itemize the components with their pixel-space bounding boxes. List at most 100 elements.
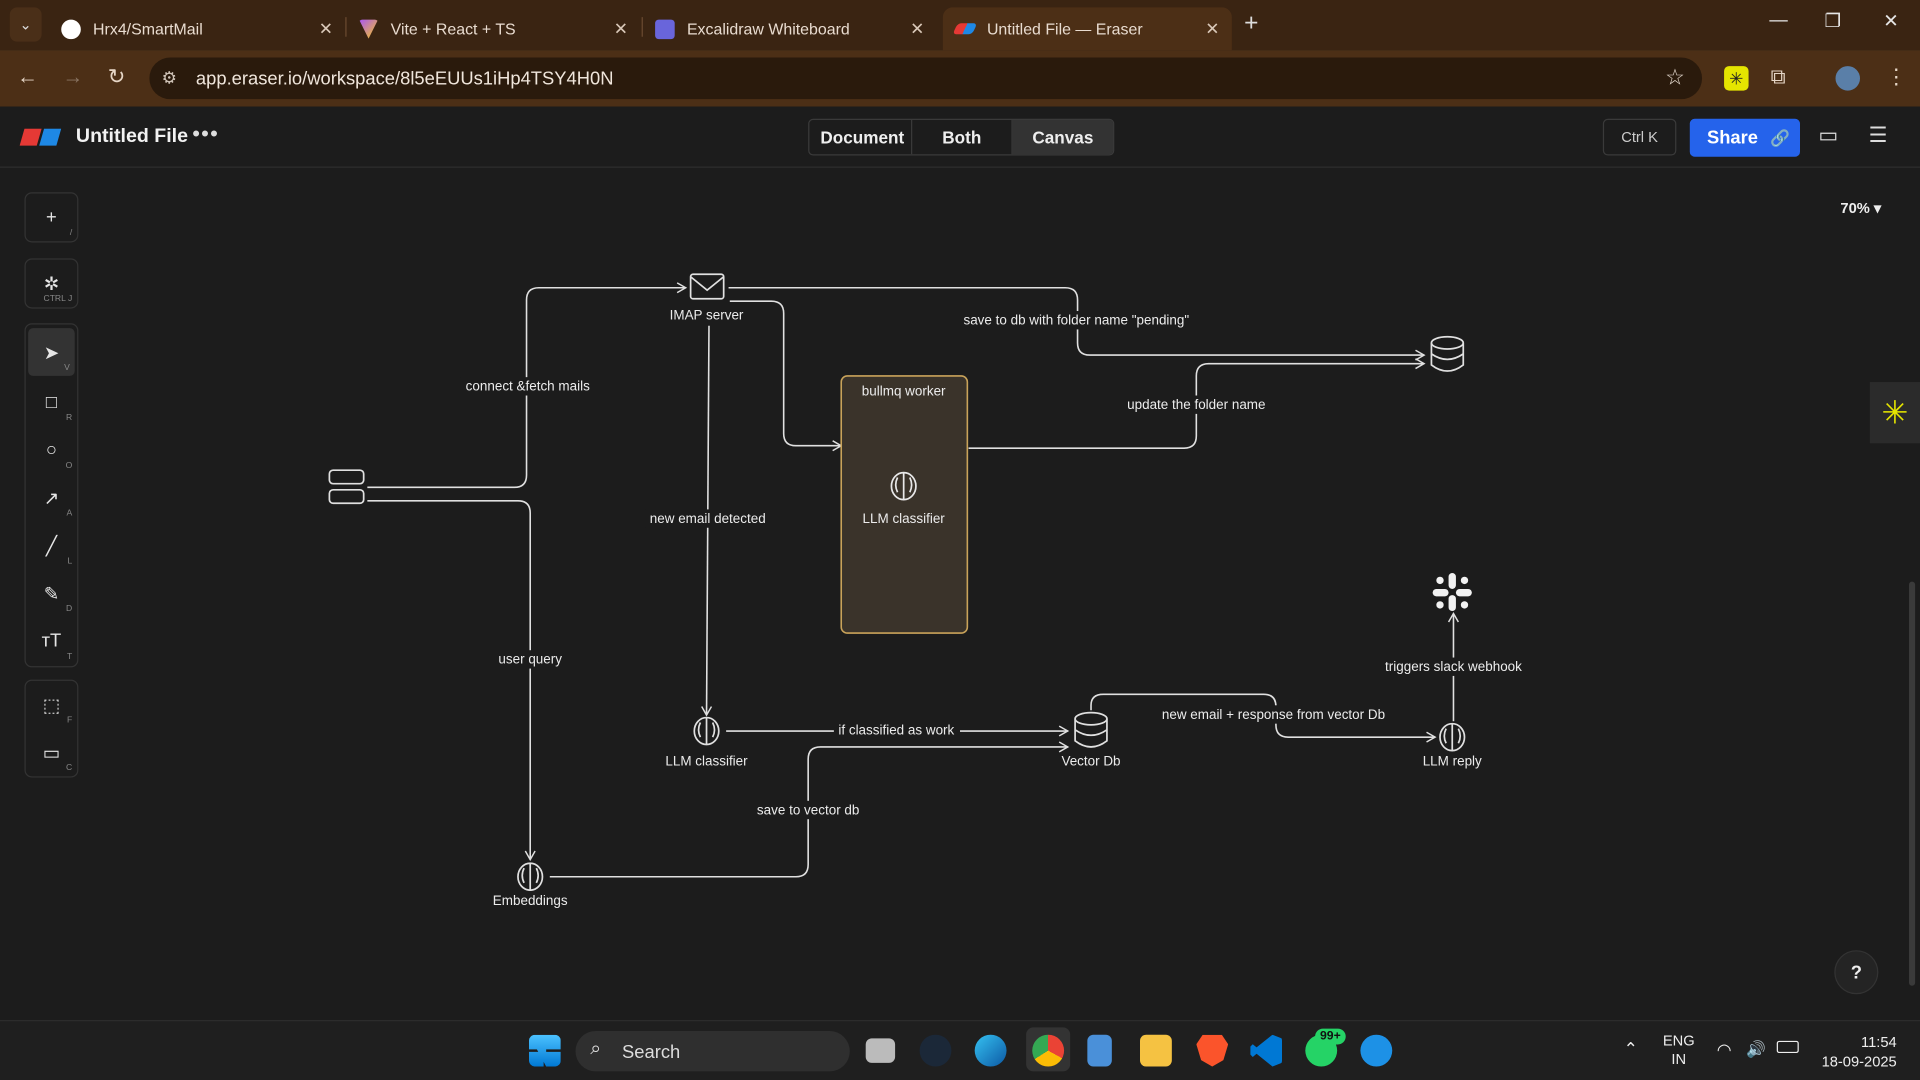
site-info-icon[interactable]: ⚙ bbox=[161, 67, 178, 87]
edge-label-response[interactable]: new email + response from vector Db bbox=[1162, 707, 1385, 722]
vscode-icon[interactable] bbox=[1250, 1034, 1283, 1067]
edge-label-update-folder[interactable]: update the folder name bbox=[1127, 397, 1265, 412]
zoom-level-dropdown[interactable]: 70% ▾ bbox=[1840, 199, 1882, 217]
shortcut-key: CTRL J bbox=[43, 295, 73, 304]
add-tool-button[interactable]: +/ bbox=[26, 193, 77, 241]
ellipse-tool-button[interactable]: ○O bbox=[26, 426, 77, 474]
extensions-puzzle-icon[interactable]: ⧉ bbox=[1770, 64, 1786, 89]
close-icon[interactable]: ✕ bbox=[910, 18, 925, 38]
share-button[interactable]: Share 🔗 bbox=[1689, 118, 1801, 157]
node-label-classifier[interactable]: LLM classifier bbox=[665, 753, 748, 768]
battery-icon[interactable] bbox=[1776, 1040, 1799, 1054]
edge-label-classified-work[interactable]: if classified as work bbox=[838, 723, 954, 738]
tab-search-button[interactable]: ⌄ bbox=[9, 7, 42, 42]
tab-excalidraw[interactable]: Excalidraw Whiteboard ✕ bbox=[643, 7, 937, 50]
more-menu-icon[interactable]: ⋮ bbox=[1885, 64, 1907, 89]
file-title[interactable]: Untitled File bbox=[75, 126, 189, 147]
tab-eraser[interactable]: Untitled File — Eraser ✕ bbox=[942, 7, 1232, 51]
node-label-llm-reply[interactable]: LLM reply bbox=[1423, 753, 1482, 768]
share-label: Share bbox=[1706, 127, 1759, 149]
line-tool-button[interactable]: ╱L bbox=[26, 522, 77, 570]
file-explorer-icon[interactable] bbox=[1140, 1034, 1172, 1067]
node-label-imap[interactable]: IMAP server bbox=[670, 308, 744, 323]
close-window-button[interactable]: ✕ bbox=[1883, 11, 1899, 32]
view-document-button[interactable]: Document bbox=[809, 120, 913, 155]
shortcut-key: O bbox=[65, 461, 73, 471]
clock[interactable]: 11:54 18-09-2025 bbox=[1818, 1032, 1897, 1071]
close-icon[interactable]: ✕ bbox=[1205, 18, 1220, 38]
edge-icon[interactable] bbox=[974, 1034, 1007, 1067]
extension-icon[interactable]: ✳ bbox=[1724, 66, 1749, 91]
edge-label-save-pending[interactable]: save to db with folder name "pending" bbox=[963, 312, 1189, 327]
taskbar-search[interactable]: ⌕ Search bbox=[575, 1031, 850, 1072]
comment-tool-button[interactable]: ▭C bbox=[26, 729, 77, 777]
canvas-scrollbar[interactable] bbox=[1908, 581, 1916, 986]
docker-icon[interactable] bbox=[1360, 1034, 1393, 1067]
task-view-icon[interactable] bbox=[865, 1038, 896, 1063]
github-icon bbox=[61, 18, 81, 39]
close-icon[interactable]: ✕ bbox=[318, 18, 334, 38]
steam-icon[interactable] bbox=[919, 1034, 952, 1067]
pencil-tool-button[interactable]: ✎D bbox=[26, 569, 77, 617]
side-extension-icon[interactable]: ✳ bbox=[1869, 382, 1920, 444]
edge-label-slack[interactable]: triggers slack webhook bbox=[1385, 659, 1522, 674]
command-palette-button[interactable]: Ctrl K bbox=[1602, 118, 1677, 156]
brave-icon[interactable] bbox=[1196, 1034, 1229, 1067]
close-icon[interactable]: ✕ bbox=[613, 18, 629, 38]
square-icon: □ bbox=[45, 391, 57, 413]
eraser-logo[interactable] bbox=[19, 128, 62, 146]
shortcut-key: L bbox=[67, 557, 73, 566]
edge-label-new-email[interactable]: new email detected bbox=[650, 511, 766, 526]
app-header: Untitled File ••• Document Both Canvas C… bbox=[0, 106, 1920, 168]
view-both-button[interactable]: Both bbox=[912, 120, 1013, 155]
language-code: ENG bbox=[1662, 1032, 1695, 1050]
reload-icon[interactable]: ↻ bbox=[107, 64, 126, 89]
restore-button[interactable]: ❐ bbox=[1824, 11, 1841, 32]
volume-icon[interactable]: 🔊 bbox=[1746, 1039, 1766, 1058]
cursor-icon: ➤ bbox=[43, 342, 60, 364]
language-indicator[interactable]: ENG IN bbox=[1663, 1032, 1695, 1069]
address-bar[interactable]: ⚙ app.eraser.io/workspace/8l5eEUUs1iHp4T… bbox=[149, 57, 1703, 100]
edge-label-save-vector[interactable]: save to vector db bbox=[757, 802, 859, 817]
node-label-worker[interactable]: bullmq worker bbox=[862, 384, 946, 399]
arrow-tool-button[interactable]: ↗A bbox=[26, 474, 77, 522]
chrome-icon[interactable] bbox=[1032, 1034, 1065, 1067]
node-label-worker-classifier[interactable]: LLM classifier bbox=[863, 511, 946, 526]
more-options-icon[interactable]: ••• bbox=[192, 121, 220, 146]
tab-smartmail[interactable]: Hrx4/SmartMail ✕ bbox=[49, 7, 345, 50]
wifi-icon[interactable]: ◠ bbox=[1716, 1039, 1732, 1060]
edge-label-user-query[interactable]: user query bbox=[498, 652, 562, 667]
rectangle-tool-button[interactable]: □R bbox=[26, 378, 77, 426]
edge-label-connect[interactable]: connect &fetch mails bbox=[466, 379, 590, 394]
windows-taskbar: ⌕ Search 99+ ⌃ ENG IN ◠ 🔊 11:54 18-09-20… bbox=[0, 1020, 1920, 1080]
tab-label: Vite + React + TS bbox=[390, 19, 516, 38]
diagram-canvas[interactable]: IMAP server bullmq worker LLM classifier… bbox=[0, 168, 1920, 1020]
node-label-embeddings[interactable]: Embeddings bbox=[493, 893, 568, 908]
url-text[interactable]: app.eraser.io/workspace/8l5eEUUs1iHp4TSY… bbox=[195, 68, 614, 90]
start-windows-icon[interactable] bbox=[528, 1034, 561, 1067]
back-icon[interactable]: ← bbox=[17, 64, 38, 89]
help-button[interactable]: ? bbox=[1834, 950, 1879, 995]
bullmq-worker-box bbox=[840, 375, 969, 634]
link-icon[interactable]: 🔗 bbox=[1770, 128, 1791, 147]
frame-tool-button[interactable]: ⬚F bbox=[26, 681, 77, 729]
notification-badge: 99+ bbox=[1315, 1028, 1346, 1045]
comments-icon[interactable]: ▭ bbox=[1818, 123, 1839, 147]
bookmark-star-icon[interactable]: ☆ bbox=[1665, 64, 1685, 90]
minimize-button[interactable]: — bbox=[1769, 9, 1788, 31]
architecture-diagram[interactable]: IMAP server bullmq worker LLM classifier… bbox=[0, 168, 1920, 1020]
outline-panel-icon[interactable]: ☰ bbox=[1868, 123, 1888, 147]
profile-avatar[interactable] bbox=[1835, 66, 1861, 91]
show-hidden-icons-chevron[interactable]: ⌃ bbox=[1623, 1038, 1639, 1058]
select-tool-button[interactable]: ➤V bbox=[28, 328, 75, 376]
ai-tool-button[interactable]: ✲CTRL J bbox=[26, 260, 77, 308]
view-canvas-button[interactable]: Canvas bbox=[1012, 120, 1114, 155]
node-label-vector-db[interactable]: Vector Db bbox=[1061, 753, 1120, 768]
search-icon: ⌕ bbox=[590, 1038, 602, 1060]
notepad-icon[interactable] bbox=[1087, 1034, 1112, 1067]
vite-icon bbox=[358, 18, 379, 39]
new-tab-button[interactable]: + bbox=[1244, 9, 1259, 37]
forward-icon[interactable]: → bbox=[62, 64, 84, 89]
tab-vite[interactable]: Vite + React + TS ✕ bbox=[347, 7, 641, 50]
